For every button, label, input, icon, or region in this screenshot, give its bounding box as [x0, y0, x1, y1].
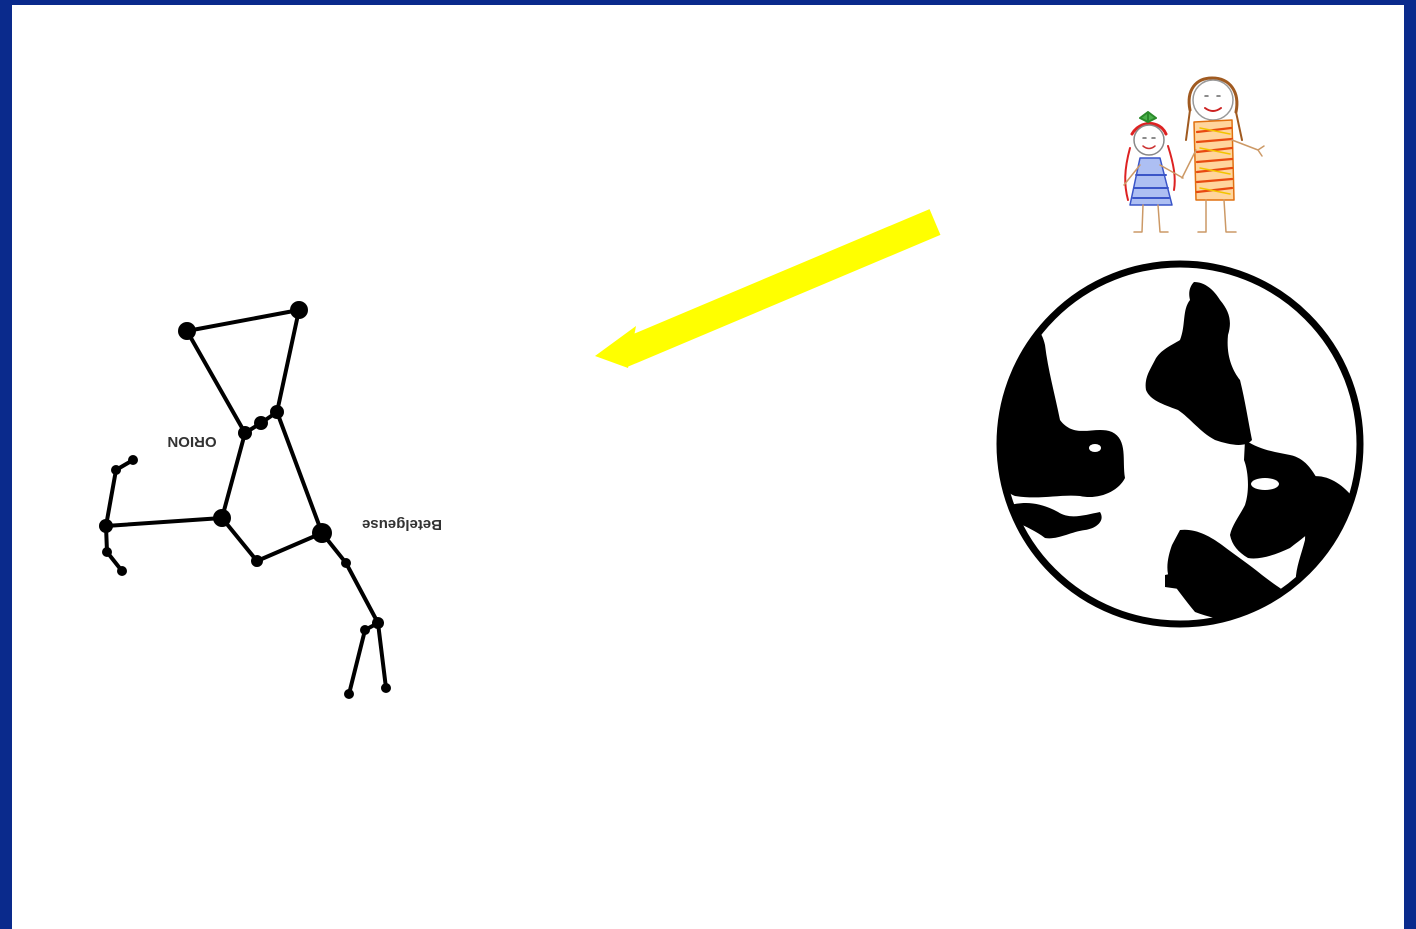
star: [178, 322, 196, 340]
star: [360, 625, 370, 635]
star: [238, 426, 252, 440]
small-girl-figure: [1124, 112, 1183, 232]
star: [270, 405, 284, 419]
star: [254, 416, 268, 430]
orion-label: ORION: [167, 433, 216, 450]
constellation-lines: [106, 310, 386, 694]
star: [341, 558, 351, 568]
tall-girl-figure: [1182, 78, 1264, 232]
betelgeuse-label: Betelgeuse: [362, 516, 442, 533]
star: [372, 617, 384, 629]
star: [213, 509, 231, 527]
star: [290, 301, 308, 319]
star: [111, 465, 121, 475]
orion-constellation: ORION Betelgeuse: [99, 301, 442, 699]
star: [381, 683, 391, 693]
constellation-stars: [99, 301, 391, 699]
yellow-arrow: [595, 222, 935, 368]
star: [99, 519, 113, 533]
globe-icon: [995, 264, 1360, 624]
star: [128, 455, 138, 465]
star: [117, 566, 127, 576]
two-people-drawing-icon: [1124, 78, 1264, 232]
star: [102, 547, 112, 557]
star: [344, 689, 354, 699]
star: [251, 555, 263, 567]
star-betelgeuse: [312, 523, 332, 543]
